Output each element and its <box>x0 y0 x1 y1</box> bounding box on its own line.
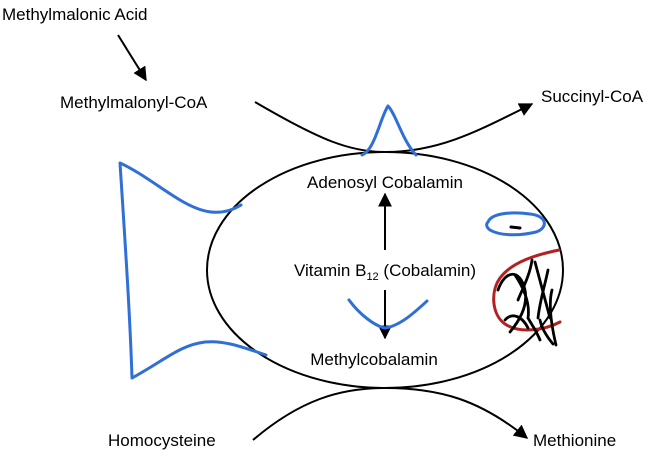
bottom-reaction-arc <box>252 386 529 441</box>
top-reaction-arc <box>254 101 534 154</box>
fish-eye-pupil <box>509 225 522 230</box>
fish-fin <box>360 104 418 157</box>
scribble <box>496 258 558 347</box>
fish-lip <box>492 248 562 332</box>
label-methylmalonic-acid: Methylmalonic Acid <box>2 5 148 24</box>
fish-doodle <box>118 104 546 380</box>
label-methylcobalamin: Methylcobalamin <box>310 350 438 369</box>
label-vitamin-b12: Vitamin B12 (Cobalamin) <box>294 261 476 283</box>
label-methylmalonyl-coa: Methylmalonyl-CoA <box>60 93 208 112</box>
fish-mouth-curve <box>347 298 429 330</box>
vitamin-suffix: (Cobalamin) <box>379 261 476 280</box>
fish-eye <box>485 211 546 237</box>
fish-tail <box>118 161 268 380</box>
acid-to-coa-arrow <box>117 34 147 82</box>
label-methionine: Methionine <box>533 431 616 450</box>
vitamin-prefix: Vitamin B <box>294 261 366 280</box>
label-homocysteine: Homocysteine <box>108 431 216 450</box>
vitamin-subscript: 12 <box>366 271 378 283</box>
label-succinyl-coa: Succinyl-CoA <box>541 87 644 106</box>
label-adenosyl-cobalamin: Adenosyl Cobalamin <box>307 173 463 192</box>
